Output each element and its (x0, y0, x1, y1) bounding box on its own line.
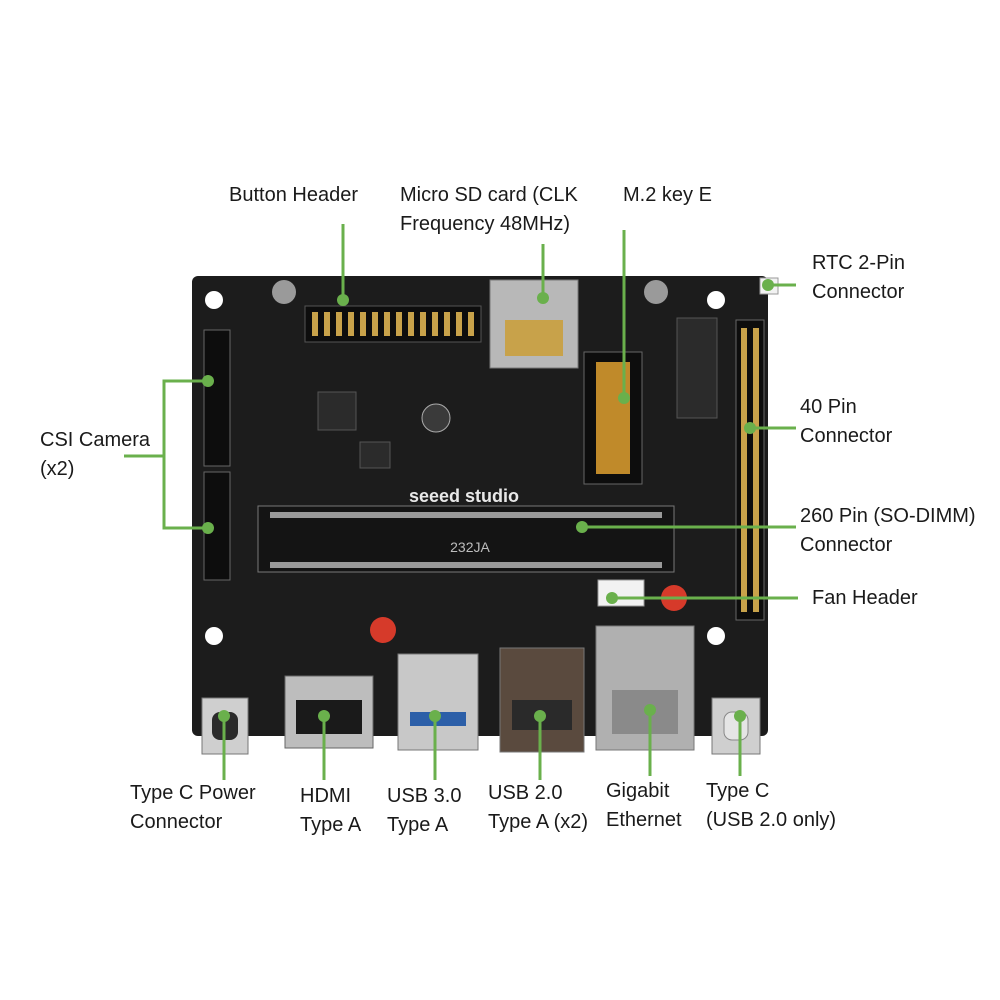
label-usb20: USB 2.0 Type A (x2) (488, 779, 588, 837)
label-line: Frequency 48MHz) (400, 213, 571, 235)
standoff (272, 280, 296, 304)
label-line: Connector (800, 425, 893, 447)
pin-header-40-pins (741, 328, 759, 612)
label-line: Type A (300, 814, 362, 836)
label-line: Micro SD card (CLK (400, 184, 578, 206)
label-line: Ethernet (606, 809, 682, 831)
chip (359, 441, 391, 469)
mounting-hole (205, 627, 223, 645)
chip (676, 317, 718, 419)
label-line: M.2 key E (623, 184, 712, 206)
label-csi: CSI Camera (x2) (40, 426, 150, 484)
mounting-hole (707, 627, 725, 645)
sodimm-contacts (270, 512, 662, 518)
label-line: Type C Power (130, 782, 256, 804)
label-rtc: RTC 2-Pin Connector (812, 249, 905, 307)
board-brand: seeed studio (409, 486, 519, 506)
capacitor (370, 617, 396, 643)
label-line: 40 Pin (800, 396, 857, 418)
leader-lines (124, 224, 798, 780)
label-typec: Type C (USB 2.0 only) (706, 777, 836, 835)
label-micro-sd: Micro SD card (CLK Frequency 48MHz) (400, 181, 578, 239)
label-line: Connector (812, 281, 905, 303)
chip (317, 391, 357, 431)
label-line: USB 2.0 (488, 782, 563, 804)
label-line: Connector (130, 811, 223, 833)
label-line: HDMI (300, 785, 352, 807)
mounting-hole (707, 291, 725, 309)
module-marking: 232JA (450, 539, 490, 555)
label-fan: Fan Header (812, 584, 918, 613)
label-line: Type C (706, 780, 770, 802)
label-line: Connector (800, 534, 893, 556)
label-typec-power: Type C Power Connector (130, 779, 256, 837)
label-usb30: USB 3.0 Type A (387, 782, 461, 840)
pin-header-40 (735, 319, 765, 621)
label-line: Fan Header (812, 587, 918, 609)
micro-sd-contacts (505, 320, 563, 356)
fan-header (597, 579, 645, 607)
label-line: (USB 2.0 only) (706, 809, 837, 831)
label-line: Button Header (229, 184, 358, 206)
label-hdmi: HDMI Type A (300, 782, 361, 840)
label-button-header: Button Header (229, 181, 358, 210)
usb30-port (397, 653, 479, 751)
button-header-pins (312, 312, 474, 336)
label-ethernet: Gigabit Ethernet (606, 777, 682, 835)
label-line: RTC 2-Pin (812, 252, 905, 274)
label-line: (x2) (40, 458, 75, 480)
label-line: Type A (x2) (488, 811, 589, 833)
buzzer (421, 403, 451, 433)
label-line: USB 3.0 (387, 785, 462, 807)
label-line: 260 Pin (SO-DIMM) (800, 505, 976, 527)
label-line: Type A (387, 814, 449, 836)
label-m2-key-e: M.2 key E (623, 181, 712, 210)
label-sodimm: 260 Pin (SO-DIMM) Connector (800, 502, 976, 560)
sodimm-contacts (270, 562, 662, 568)
mounting-hole (205, 291, 223, 309)
csi-connector (203, 329, 231, 467)
label-line: Gigabit (606, 780, 670, 802)
button-header (304, 305, 482, 343)
csi-connector (203, 471, 231, 581)
label-line: CSI Camera (40, 429, 151, 451)
standoff (644, 280, 668, 304)
leader-dots (202, 279, 774, 722)
label-pin40: 40 Pin Connector (800, 393, 892, 451)
